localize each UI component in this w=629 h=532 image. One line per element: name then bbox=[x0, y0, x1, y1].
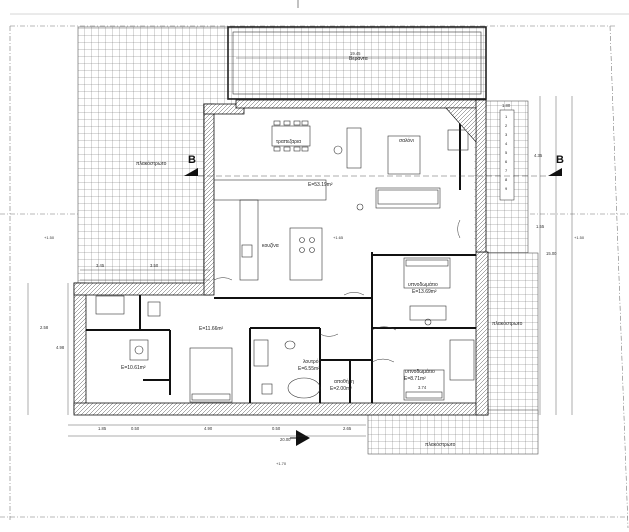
dim-bottom-2: 0.50 bbox=[131, 426, 140, 431]
dim-right-1: 4.35 bbox=[534, 153, 543, 158]
dim-misc-3: 3.74 bbox=[418, 385, 427, 390]
stair-step: 3 bbox=[505, 132, 508, 137]
interior-walls bbox=[86, 108, 476, 403]
left-bedroom-area: E=10.61m² bbox=[121, 365, 146, 371]
small-bedroom-furniture bbox=[403, 339, 475, 401]
bath-area-label: E=6.55m² bbox=[298, 366, 320, 372]
stair-step: 5 bbox=[505, 150, 508, 155]
dim-bottom-4: 0.50 bbox=[272, 426, 281, 431]
stair-step: 2 bbox=[505, 123, 508, 128]
stair-step: 8 bbox=[505, 177, 508, 182]
master-bedroom-label: υπνοδωμάτιο bbox=[408, 282, 438, 288]
dim-right-2: 1.55 bbox=[536, 224, 545, 229]
paving-label-left: πλακόστρωτο bbox=[136, 161, 167, 167]
level-bottom: +1.70 bbox=[276, 461, 287, 466]
veranda-label: Βεράντα bbox=[349, 56, 368, 62]
dimension-lines bbox=[27, 57, 573, 437]
dim-top-small: 1.80 bbox=[502, 103, 511, 108]
small-bedroom-area: E=8.71m² bbox=[404, 376, 426, 382]
living-furniture bbox=[346, 127, 469, 211]
level-right: +1.50 bbox=[574, 235, 585, 240]
dim-bottom-total: 20.00 bbox=[280, 437, 291, 442]
dim-misc-1: 3.45 bbox=[96, 263, 105, 268]
living-label: σαλόνι bbox=[399, 138, 414, 144]
veranda-pergola bbox=[227, 26, 487, 100]
paving-label-bottom: πλακόστρωτο bbox=[425, 442, 456, 448]
dim-bottom-1: 1.85 bbox=[98, 426, 107, 431]
small-bedroom-label: υπνοδωμάτιο bbox=[405, 369, 435, 375]
master-bedroom-area: E=13.69m² bbox=[412, 289, 437, 295]
stair-step: 7 bbox=[505, 168, 508, 173]
level-left: +1.50 bbox=[44, 235, 55, 240]
stair-step: 4 bbox=[505, 141, 508, 146]
bath-fixtures bbox=[253, 339, 321, 399]
stair-step: 1 bbox=[505, 114, 508, 119]
section-markers bbox=[184, 168, 562, 177]
stair-step: 9 bbox=[505, 186, 508, 191]
dim-left-width: 2.58 bbox=[40, 325, 49, 330]
entrance-arrow bbox=[296, 430, 310, 446]
staircase bbox=[499, 109, 515, 201]
stair-step: 6 bbox=[505, 159, 508, 164]
corridor-area-label: E=11.66m² bbox=[199, 326, 224, 332]
kitchen-label: κουζίνα bbox=[262, 243, 279, 249]
exterior-walls bbox=[73, 99, 489, 416]
paving-label-right: πλακόστρωτο bbox=[492, 321, 523, 327]
bath-label: λουτρό bbox=[303, 359, 319, 365]
building-floor bbox=[80, 104, 480, 405]
section-marker-right: B bbox=[556, 154, 564, 166]
dim-veranda-width: 19.45 bbox=[350, 51, 361, 56]
open-area-label: E=53.19m² bbox=[308, 182, 333, 188]
storage-label: αποθήκη bbox=[334, 379, 354, 385]
dim-bottom-5: 2.65 bbox=[343, 426, 352, 431]
left-bedroom-furniture bbox=[95, 295, 233, 403]
dim-bottom-3: 4.90 bbox=[204, 426, 213, 431]
fireplace bbox=[445, 107, 477, 143]
kitchen-fittings bbox=[213, 179, 327, 281]
dim-misc-2: 3.50 bbox=[150, 263, 159, 268]
section-marker-left: B bbox=[188, 154, 196, 166]
master-bedroom-furniture bbox=[403, 257, 451, 326]
storage-area-label: E=2.00m² bbox=[330, 386, 352, 392]
level-center: +1.65 bbox=[333, 235, 344, 240]
dining-table bbox=[271, 120, 343, 155]
dim-left-height: 4.98 bbox=[56, 345, 65, 350]
dim-right-3: 15.00 bbox=[546, 251, 557, 256]
stair-step-numbers: 1 2 3 4 5 6 7 8 9 bbox=[505, 112, 507, 193]
dining-label: τραπεζαρια bbox=[276, 139, 301, 145]
